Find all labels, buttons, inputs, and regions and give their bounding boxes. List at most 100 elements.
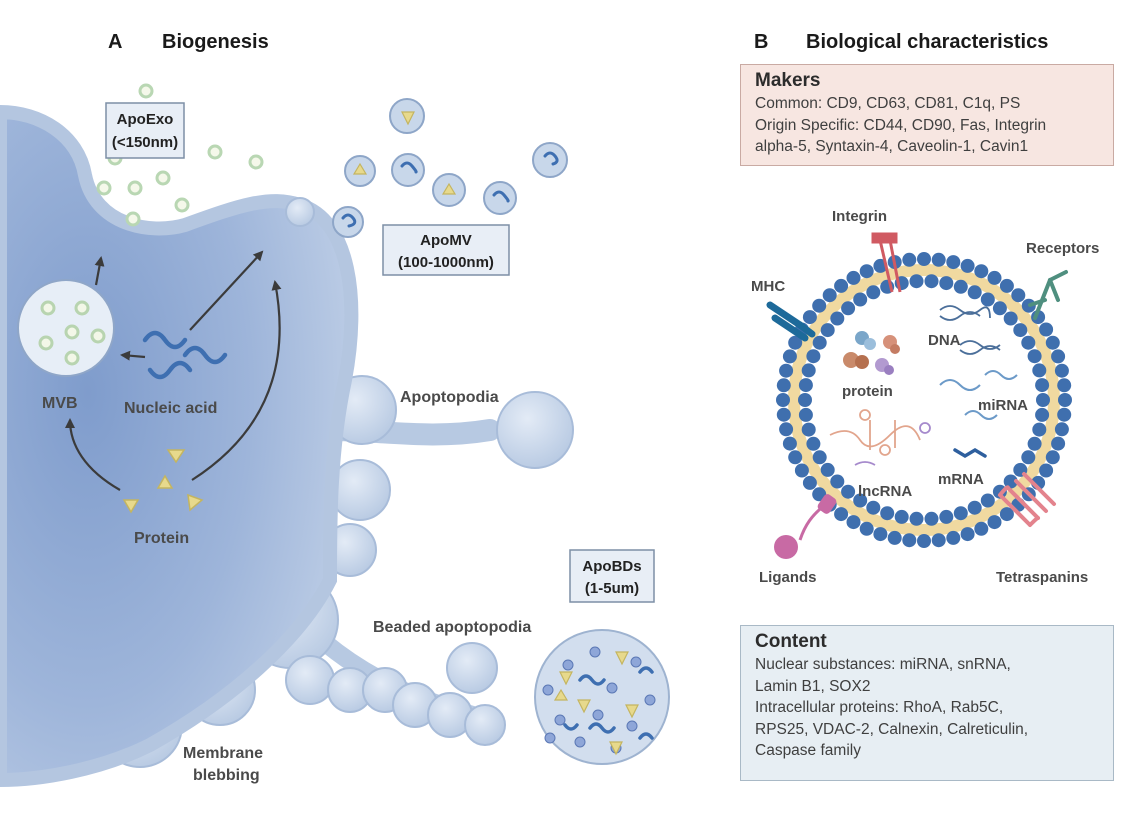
mvb: [17, 279, 115, 377]
lipid-head: [853, 292, 868, 307]
content-box: Content Nuclear substances: miRNA, snRNA…: [740, 625, 1114, 781]
lipid-head: [1057, 407, 1072, 422]
lipid-head: [812, 487, 827, 502]
lipid-head: [887, 530, 902, 545]
panel-b-letter: B: [754, 31, 768, 53]
lipid-head: [1021, 450, 1036, 465]
lipid-head: [967, 285, 982, 300]
lipid-head: [798, 393, 812, 407]
lipid-head: [1054, 422, 1069, 437]
lipid-head: [939, 509, 954, 524]
lipid-head: [924, 274, 939, 289]
membrane-blebbing-label-1: Membrane: [183, 745, 263, 762]
lipid-head: [1011, 288, 1026, 303]
lipid-head: [798, 407, 813, 422]
mrna-label: mRNA: [938, 471, 984, 488]
protein-icon: [122, 449, 204, 514]
lipid-bilayer: [776, 252, 1072, 548]
lipid-head: [1027, 436, 1042, 451]
nucleic-acid-label: Nucleic acid: [124, 400, 217, 417]
tetraspanins-label: Tetraspanins: [996, 569, 1088, 586]
content-line-3: Intracellular proteins: RhoA, Rab5C,: [755, 699, 1004, 716]
lipid-head: [812, 298, 827, 313]
lipid-head: [841, 484, 856, 499]
lipid-head: [820, 462, 835, 477]
lipid-head: [812, 450, 827, 465]
lipid-head: [980, 292, 995, 307]
lipid-head: [834, 507, 849, 522]
lipid-head: [999, 507, 1014, 522]
lipid-head: [1057, 378, 1072, 393]
content-line-4: RPS25, VDAC-2, Calnexin, Calreticulin,: [755, 720, 1029, 738]
lipid-head: [788, 335, 803, 350]
lipid-head: [1035, 378, 1050, 393]
receptor-icon: [1028, 270, 1068, 320]
receptors-label: Receptors: [1026, 240, 1099, 257]
lipid-head: [806, 349, 821, 364]
lipid-head: [894, 509, 909, 524]
lipid-head: [1036, 393, 1050, 407]
content-line-1: Nuclear substances: miRNA, snRNA,: [755, 656, 1011, 673]
lipid-head: [1054, 363, 1069, 378]
lipid-head: [960, 258, 975, 273]
lipid-head: [1032, 363, 1047, 378]
mirna-icon: [939, 370, 1018, 420]
apomv-name: ApoMV: [420, 232, 472, 249]
dna-label: DNA: [928, 332, 961, 349]
lipid-head: [1058, 393, 1072, 407]
apoexo-label-box: ApoExo (<150nm): [105, 102, 185, 159]
lipid-head: [859, 264, 874, 279]
lipid-head: [902, 252, 917, 267]
panel-b-title: Biological characteristics: [806, 31, 1048, 53]
content-line-5: Caspase family: [755, 742, 861, 759]
content-title: Content: [755, 631, 827, 652]
apoexo-name: ApoExo: [117, 111, 174, 128]
lipid-head: [1045, 450, 1060, 465]
lipid-head: [931, 252, 946, 267]
lipid-head: [992, 301, 1007, 316]
makers-line-3: alpha-5, Syntaxin-4, Caveolin-1, Cavin1: [755, 138, 1029, 155]
lipid-head: [859, 521, 874, 536]
content-line-2: Lamin B1, SOX2: [755, 677, 871, 695]
lipid-head: [999, 278, 1014, 293]
lipid-head: [779, 363, 794, 378]
lipid-head: [801, 363, 816, 378]
tetraspanin-icon: [998, 472, 1056, 527]
lipid-head: [953, 279, 968, 294]
biogenesis-arrows: [65, 250, 282, 491]
apobds-label-box: ApoBDs (1-5um): [569, 549, 655, 603]
apoexo-size: (<150nm): [112, 134, 178, 151]
integrin-icon: [871, 232, 902, 293]
panel-a-title: Biogenesis: [162, 31, 269, 53]
mvb-label: MVB: [42, 395, 78, 412]
lipid-head: [946, 530, 961, 545]
lipid-head: [1039, 322, 1054, 337]
lipid-head: [866, 500, 881, 515]
apobds-size: (1-5um): [585, 580, 639, 597]
lipid-head: [841, 301, 856, 316]
makers-box: Makers Common: CD9, CD63, CD81, C1q, PS …: [740, 64, 1114, 166]
lipid-head: [902, 533, 917, 548]
lipid-head: [846, 270, 861, 285]
lipid-head: [924, 511, 939, 526]
lipid-head: [830, 474, 845, 489]
apomv-label-box: ApoMV (100-1000nm): [382, 224, 510, 276]
lipid-head: [802, 310, 817, 325]
lipid-head: [788, 450, 803, 465]
lipid-head: [822, 288, 837, 303]
protein-label: Protein: [134, 530, 189, 547]
lipid-head: [1045, 335, 1060, 350]
mirna-label: miRNA: [978, 397, 1028, 414]
lipid-head: [779, 422, 794, 437]
lipid-head: [967, 500, 982, 515]
makers-line-1: Common: CD9, CD63, CD81, C1q, PS: [755, 95, 1021, 112]
lipid-head: [1003, 474, 1018, 489]
lipid-head: [1003, 311, 1018, 326]
lipid-head: [1051, 436, 1066, 451]
mhc-icon: [766, 301, 816, 342]
panel-a-letter: A: [108, 31, 122, 53]
lipid-head: [960, 527, 975, 542]
apomv-vesicles: [332, 98, 568, 238]
lipid-head: [980, 493, 995, 508]
